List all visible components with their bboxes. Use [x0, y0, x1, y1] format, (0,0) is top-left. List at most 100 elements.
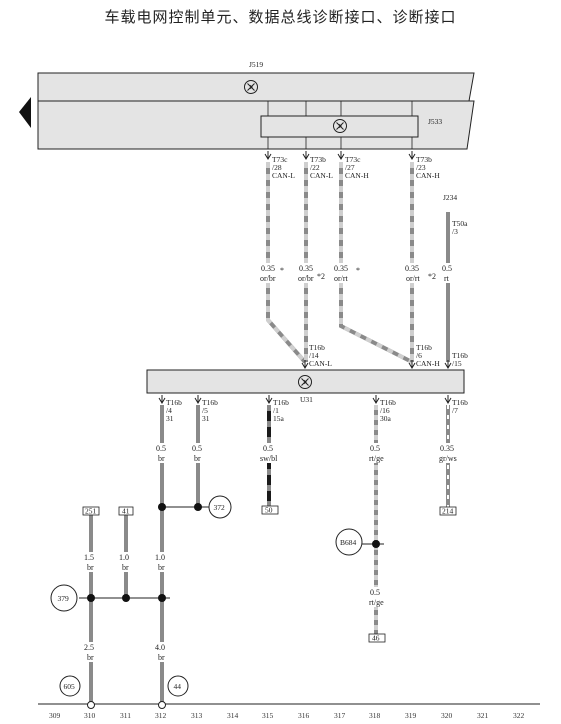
svg-text:rt/ge: rt/ge [369, 598, 384, 607]
column-number: 321 [477, 711, 489, 720]
svg-text:T16b: T16b [380, 398, 396, 407]
u31-top-pin-2: T16b /6 CAN-H [416, 343, 440, 368]
svg-text:*: * [356, 266, 360, 275]
ref-box-46: 46 [368, 634, 386, 643]
svg-text:/23: /23 [416, 163, 426, 172]
pin-arrow-icon [408, 150, 416, 160]
svg-text:0.5: 0.5 [156, 444, 166, 453]
svg-text:T16b: T16b [452, 351, 468, 360]
svg-text:rt/ge: rt/ge [369, 454, 384, 463]
svg-text:/14: /14 [309, 351, 319, 360]
circle-ref-605: 605 [59, 675, 81, 697]
u31-top-pin-1: T16b /14 CAN-L [309, 343, 332, 368]
upper-connector-2: T73b /22 CAN-L [310, 155, 333, 180]
svg-text:372: 372 [214, 503, 226, 512]
svg-text:CAN-L: CAN-L [309, 359, 332, 368]
pin-arrow-icon [337, 150, 345, 160]
column-number: 319 [405, 711, 417, 720]
svg-text:sw/bl: sw/bl [260, 454, 278, 463]
page-title: 车载电网控制单元、数据总线诊断接口、诊断接口 [104, 8, 457, 26]
column-number: 316 [298, 711, 310, 720]
svg-text:T16b: T16b [452, 398, 468, 407]
svg-text:CAN-H: CAN-H [416, 359, 440, 368]
upper-wire-labels [258, 263, 456, 283]
lower-wire-2-label: 0.5 br [192, 444, 202, 463]
svg-text:/6: /6 [416, 351, 422, 360]
u31-bottom-pin-2: T16b /5 31 [202, 398, 218, 423]
svg-text:/5: /5 [202, 406, 208, 415]
svg-text:br: br [87, 563, 94, 572]
junction-dots [87, 503, 380, 602]
svg-text:br: br [158, 454, 165, 463]
pin-arrow-icon [194, 394, 202, 404]
svg-text:br: br [158, 563, 165, 572]
column-number: 320 [441, 711, 453, 720]
column-number: 310 [84, 711, 96, 720]
ref-box-251: 251 [82, 507, 100, 516]
svg-text:B684: B684 [340, 538, 357, 547]
pin-arrow-icon [264, 150, 272, 160]
circle-ref-379: 379 [50, 584, 78, 612]
svg-text:1.0: 1.0 [119, 553, 129, 562]
circle-ref-372: 372 [208, 495, 232, 519]
upper-wire-2-label: 0.35 or/br *2 [298, 264, 325, 283]
column-number: 309 [49, 711, 61, 720]
svg-text:0.35: 0.35 [405, 264, 419, 273]
svg-text:251: 251 [85, 507, 97, 516]
svg-text:0.5: 0.5 [442, 264, 452, 273]
j234-label: J234 [443, 193, 457, 202]
svg-text:0.35: 0.35 [299, 264, 313, 273]
svg-text:50: 50 [265, 506, 273, 515]
upper-wire-1-label: 0.35 or/br * [260, 264, 284, 283]
upper-wire-1 [266, 162, 307, 364]
svg-text:/16: /16 [380, 406, 390, 415]
column-number: 311 [120, 711, 131, 720]
svg-text:T16b: T16b [202, 398, 218, 407]
svg-text:CAN-H: CAN-H [345, 171, 369, 180]
j533-internal-lines [267, 101, 413, 149]
svg-text:CAN-H: CAN-H [416, 171, 440, 180]
u31-bottom-pin-1: T16b /4 31 [166, 398, 182, 423]
svg-text:rt: rt [444, 274, 450, 283]
svg-text:0.35: 0.35 [334, 264, 348, 273]
lower-wire-label-backs [82, 443, 460, 662]
column-number: 315 [262, 711, 274, 720]
circle-ref-44: 44 [167, 675, 189, 697]
svg-text:T73b: T73b [310, 155, 326, 164]
svg-text:gr/ws: gr/ws [439, 454, 457, 463]
svg-text:214: 214 [442, 507, 454, 516]
svg-text:4.0: 4.0 [155, 643, 165, 652]
svg-text:31: 31 [166, 414, 174, 423]
svg-text:0.35: 0.35 [261, 264, 275, 273]
column-number: 318 [369, 711, 381, 720]
svg-text:46: 46 [372, 634, 380, 643]
svg-text:CAN-L: CAN-L [310, 171, 333, 180]
svg-text:T16b: T16b [166, 398, 182, 407]
column-numbers: 309 310 311 312 313 314 315 316 317 318 … [49, 711, 525, 720]
svg-text:T16b: T16b [416, 343, 432, 352]
column-number: 313 [191, 711, 203, 720]
column-number: 312 [155, 711, 167, 720]
ref-box-41: 41 [118, 507, 134, 516]
lower-wire-4-label: 0.5 rt/ge [369, 444, 384, 463]
svg-text:or/rt: or/rt [334, 274, 349, 283]
svg-text:605: 605 [64, 682, 76, 691]
pin-arrow-icon [444, 394, 452, 404]
svg-text:/7: /7 [452, 406, 458, 415]
ref-box-50: 50 [261, 506, 279, 515]
svg-text:/15: /15 [452, 359, 462, 368]
upper-connector-1: T73c /28 CAN-L [272, 155, 295, 180]
svg-text:/1: /1 [273, 406, 279, 415]
svg-text:31: 31 [202, 414, 210, 423]
j533-label: J533 [428, 117, 442, 126]
svg-text:44: 44 [174, 682, 182, 691]
pin-arrow-icon [444, 359, 452, 369]
j234-pin-number: /3 [452, 227, 458, 236]
svg-text:CAN-L: CAN-L [272, 171, 295, 180]
circle-ref-b684: B684 [335, 528, 363, 556]
continuation-arrow-icon [19, 97, 31, 128]
svg-text:/22: /22 [310, 163, 320, 172]
svg-text:0.5: 0.5 [192, 444, 202, 453]
svg-text:379: 379 [58, 594, 70, 603]
